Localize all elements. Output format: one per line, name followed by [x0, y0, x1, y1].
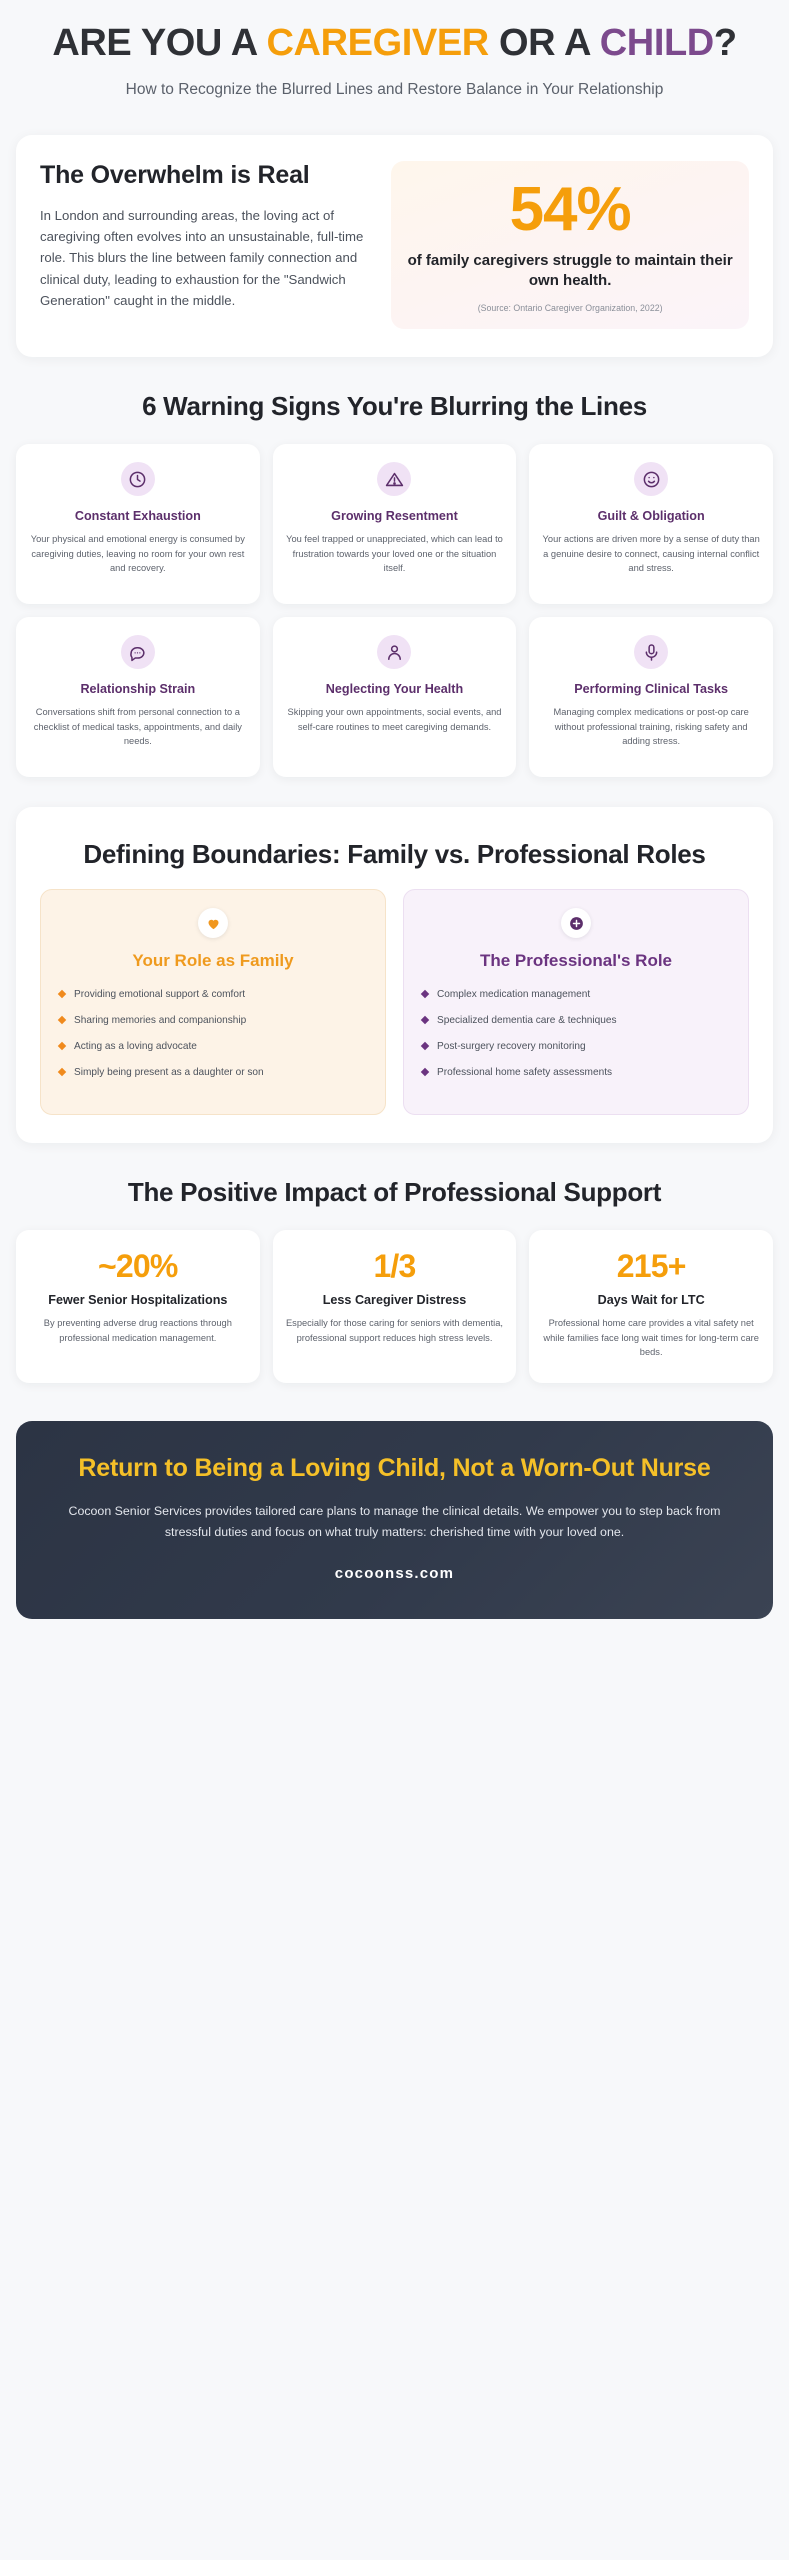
diamond-bullet-icon — [57, 1067, 67, 1077]
warning-card-title: Growing Resentment — [331, 509, 458, 524]
list-item: Professional home safety assessments — [420, 1066, 732, 1081]
diamond-bullet-icon — [420, 1041, 430, 1051]
warning-card-body: Managing complex medications or post-op … — [553, 707, 749, 746]
smiley-face-icon — [634, 462, 669, 497]
warning-card-constant-exhaustion: Constant Exhaustion Your physical and em… — [16, 444, 260, 605]
title-highlight-caregiver: CAREGIVER — [266, 22, 490, 64]
title-segment-2: OR A — [488, 22, 600, 64]
cta-section: Return to Being a Loving Child, Not a Wo… — [16, 1421, 773, 1620]
stat-highlight-box: 54% of family caregivers struggle to mai… — [391, 161, 749, 329]
hero-section: ARE YOU A CAREGIVER OR A CHILD? How to R… — [16, 0, 773, 119]
overwhelm-section: The Overwhelm is Real In London and surr… — [16, 135, 773, 357]
warning-card-body: Skipping your own appointments, social e… — [287, 707, 502, 732]
cta-body: Cocoon Senior Services provides tailored… — [68, 1503, 721, 1539]
warning-card-body: Your actions are driven more by a sense … — [542, 534, 760, 573]
overwhelm-body: In London and surrounding areas, the lov… — [40, 207, 364, 309]
impact-card-hospitalizations: ~20% Fewer Senior Hospitalizations By pr… — [16, 1230, 260, 1384]
list-item: Sharing memories and companionship — [57, 1014, 369, 1029]
person-icon — [377, 635, 412, 670]
role-professional-list: Complex medication management Specialize… — [420, 988, 732, 1081]
stat-value: 54% — [509, 175, 632, 245]
role-family-list: Providing emotional support & comfort Sh… — [57, 988, 369, 1081]
warning-card-neglecting-health: Neglecting Your Health Skipping your own… — [272, 617, 517, 778]
warning-card-relationship-strain: Relationship Strain Conversations shift … — [16, 617, 260, 778]
warning-triangle-icon — [377, 462, 412, 497]
cta-website-link[interactable]: cocoonss.com — [334, 1565, 455, 1583]
stat-source: (Source: Ontario Caregiver Organization,… — [477, 302, 663, 313]
medical-cross-icon — [561, 908, 591, 939]
impact-title: Days Wait for LTC — [597, 1292, 705, 1307]
list-item-text: Sharing memories and companionship — [74, 1014, 247, 1026]
list-item: Providing emotional support & comfort — [57, 988, 369, 1003]
boundaries-section: Defining Boundaries: Family vs. Professi… — [16, 807, 773, 1143]
role-card-professional: The Professional's Role Complex medicati… — [403, 889, 749, 1115]
impact-title: Fewer Senior Hospitalizations — [48, 1292, 228, 1307]
title-highlight-child: CHILD — [599, 22, 715, 64]
overwhelm-text-block: The Overwhelm is Real In London and surr… — [40, 161, 369, 311]
speech-bubble-icon — [120, 635, 155, 670]
diamond-bullet-icon — [420, 1015, 430, 1025]
diamond-bullet-icon — [57, 990, 67, 999]
list-item-text: Professional home safety assessments — [437, 1066, 613, 1078]
title-segment-3: ? — [713, 22, 737, 64]
page-title: ARE YOU A CAREGIVER OR A CHILD? — [26, 22, 763, 65]
clock-icon — [120, 462, 155, 497]
impact-number: 215+ — [616, 1248, 687, 1285]
cta-heading: Return to Being a Loving Child, Not a Wo… — [78, 1454, 711, 1483]
warning-card-body: You feel trapped or unappreciated, which… — [286, 534, 503, 573]
impact-heading: The Positive Impact of Professional Supp… — [127, 1176, 662, 1207]
warning-card-title: Performing Clinical Tasks — [574, 682, 729, 697]
list-item: Acting as a loving advocate — [57, 1040, 369, 1055]
warning-card-title: Guilt & Obligation — [597, 509, 705, 524]
role-card-title: The Professional's Role — [479, 951, 673, 971]
diamond-bullet-icon — [420, 990, 430, 999]
roles-grid: Your Role as Family Providing emotional … — [40, 871, 749, 1115]
diamond-bullet-icon — [420, 1067, 430, 1077]
warning-card-title: Relationship Strain — [80, 682, 196, 697]
boundaries-heading: Defining Boundaries: Family vs. Professi… — [83, 839, 706, 870]
impact-body: Especially for those caring for seniors … — [285, 1318, 503, 1343]
warning-card-body: Your physical and emotional energy is co… — [30, 534, 245, 573]
role-card-family: Your Role as Family Providing emotional … — [40, 889, 386, 1115]
page-subtitle: How to Recognize the Blurred Lines and R… — [125, 80, 664, 98]
impact-body: Professional home care provides a vital … — [543, 1318, 759, 1358]
list-item-text: Providing emotional support & comfort — [74, 988, 246, 1000]
diamond-bullet-icon — [57, 1015, 67, 1025]
title-segment-1: ARE YOU A — [52, 22, 267, 64]
role-card-title: Your Role as Family — [132, 951, 294, 971]
list-item: Simply being present as a daughter or so… — [57, 1066, 369, 1081]
impact-grid: ~20% Fewer Senior Hospitalizations By pr… — [16, 1214, 773, 1384]
impact-title: Less Caregiver Distress — [322, 1292, 467, 1307]
warning-card-guilt-obligation: Guilt & Obligation Your actions are driv… — [529, 444, 773, 605]
microphone-icon — [634, 635, 669, 670]
warning-signs-grid: Constant Exhaustion Your physical and em… — [16, 428, 773, 778]
warning-card-title: Neglecting Your Health — [325, 682, 464, 697]
warning-card-title: Constant Exhaustion — [74, 509, 201, 524]
impact-number: ~20% — [98, 1248, 178, 1285]
heart-icon — [198, 908, 228, 939]
warning-signs-heading: 6 Warning Signs You're Blurring the Line… — [142, 390, 647, 421]
list-item: Specialized dementia care & techniques — [420, 1014, 732, 1029]
warning-card-body: Conversations shift from personal connec… — [33, 707, 242, 746]
infographic-page: ARE YOU A CAREGIVER OR A CHILD? How to R… — [16, 0, 773, 1620]
list-item: Post-surgery recovery monitoring — [420, 1040, 732, 1055]
impact-body: By preventing adverse drug reactions thr… — [43, 1318, 232, 1343]
list-item-text: Post-surgery recovery monitoring — [437, 1040, 586, 1052]
impact-card-ltc-wait: 215+ Days Wait for LTC Professional home… — [529, 1230, 773, 1384]
overwhelm-heading: The Overwhelm is Real — [40, 161, 310, 190]
diamond-bullet-icon — [57, 1041, 67, 1051]
list-item: Complex medication management — [420, 988, 732, 1003]
list-item-text: Acting as a loving advocate — [74, 1040, 197, 1052]
list-item-text: Specialized dementia care & techniques — [437, 1014, 617, 1026]
warning-card-growing-resentment: Growing Resentment You feel trapped or u… — [272, 444, 517, 605]
stat-label: of family caregivers struggle to maintai… — [407, 252, 733, 289]
impact-card-caregiver-distress: 1/3 Less Caregiver Distress Especially f… — [272, 1230, 517, 1384]
impact-number: 1/3 — [373, 1248, 416, 1285]
warning-card-clinical-tasks: Performing Clinical Tasks Managing compl… — [529, 617, 773, 778]
list-item-text: Simply being present as a daughter or so… — [74, 1066, 264, 1078]
list-item-text: Complex medication management — [437, 988, 591, 1000]
